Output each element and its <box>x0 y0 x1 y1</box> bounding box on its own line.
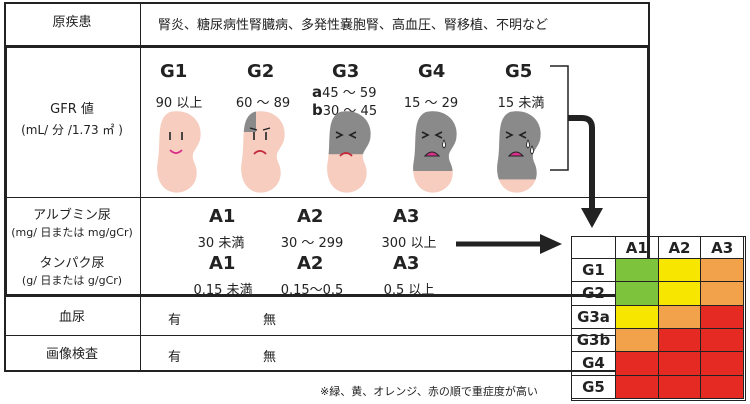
label-column-divider <box>140 2 141 372</box>
stage-g5-name: G5 <box>505 61 533 82</box>
stage-g3a-letter: a <box>312 83 323 101</box>
grid-cell-g3b-a2 <box>658 329 702 353</box>
grid-cell-g1-a2 <box>658 259 702 283</box>
grid-corner <box>572 237 616 259</box>
stage-g3a-range: 45 ～ 59 <box>322 86 377 101</box>
grid-col-header-a2: A2 <box>658 237 702 259</box>
protein-label-line2: (g/ 日または g/gCr) <box>21 274 123 287</box>
grid-cell-g3b-a1 <box>616 329 659 353</box>
hematuria-no: 無 <box>263 313 277 328</box>
grid-cell-g4-a2 <box>658 352 702 376</box>
protein-a1-range: 0.15 未満 <box>193 283 253 298</box>
grid-cell-g1-a1 <box>616 259 659 283</box>
grid-cell-g3a-a1 <box>616 305 659 329</box>
albumin-label: アルブミン尿 (mg/ 日または mg/gCr) <box>4 207 140 241</box>
kidney-g1 <box>157 111 201 193</box>
albumin-a3-range: 300 以上 <box>381 236 437 251</box>
stage-g2-range: 60 ～ 89 <box>235 96 291 111</box>
protein-label-line1: タンパク尿 <box>39 256 105 271</box>
imaging-label: 画像検査 <box>45 347 98 362</box>
protein-a3-range: 0.5 以上 <box>383 283 435 298</box>
grid-row-header-g2: G2 <box>572 282 616 306</box>
grid-row-header-g1: G1 <box>572 259 616 283</box>
kidney-g2 <box>241 111 285 193</box>
grid-row-header-g3a: G3a <box>572 305 616 329</box>
kidney-g5 <box>497 111 541 193</box>
grid-col-header-a3: A3 <box>701 237 744 259</box>
stage-g4-range: 15 ～ 29 <box>403 96 459 111</box>
protein-a3-name: A3 <box>393 253 420 274</box>
albumin-arrow <box>456 234 562 254</box>
stage-g5-range: 15 未満 <box>497 96 545 111</box>
kidney-faces <box>157 111 541 193</box>
gfr-label-line1: GFR 値 <box>50 102 94 117</box>
stage-g3b-letter: b <box>312 101 323 119</box>
grid-cell-g1-a3 <box>701 259 744 283</box>
albumin-a1-range: 30 未満 <box>197 236 245 251</box>
footnote: ※緑、黄、オレンジ、赤の順で重症度が高い <box>320 385 538 398</box>
grid-cell-g2-a2 <box>658 282 702 306</box>
stage-g1-name: G1 <box>160 61 188 82</box>
stage-g3-name: G3 <box>332 61 360 82</box>
grid-cell-g5-a2 <box>658 375 702 399</box>
grid-col-header-a1: A1 <box>616 237 659 259</box>
stage-g4-name: G4 <box>418 61 446 82</box>
grid-cell-g4-a3 <box>701 352 744 376</box>
imaging-no: 無 <box>263 350 277 365</box>
grid-cell-g5-a1 <box>616 375 659 399</box>
protein-a1-name: A1 <box>209 253 236 274</box>
gfr-label: GFR 値 (mL/ 分 /1.73 ㎡ ) <box>4 101 140 139</box>
row-divider <box>4 335 650 336</box>
protein-a2-name: A2 <box>297 253 324 274</box>
grid-cell-g3b-a3 <box>701 329 744 353</box>
hematuria-label: 血尿 <box>58 310 85 325</box>
albumin-label-line1: アルブミン尿 <box>33 208 111 223</box>
gfr-label-line2: (mL/ 分 /1.73 ㎡ ) <box>21 123 123 137</box>
stage-g2-name: G2 <box>247 61 275 82</box>
albumin-a3-name: A3 <box>393 206 420 227</box>
bracket-arrow <box>550 65 603 228</box>
disease-value: 腎炎、糖尿病性腎臓病、多発性嚢胞腎、高血圧、腎移植、不明など <box>158 18 549 33</box>
grid-row-header-g5: G5 <box>572 375 616 399</box>
grid-cell-g2-a1 <box>616 282 659 306</box>
grid-cell-g3a-a3 <box>701 305 744 329</box>
grid-cell-g4-a1 <box>616 352 659 376</box>
grid-cell-g3a-a2 <box>658 305 702 329</box>
grid-cell-g2-a3 <box>701 282 744 306</box>
protein-label: タンパク尿 (g/ 日または g/gCr) <box>4 255 140 289</box>
albumin-a1-name: A1 <box>209 206 236 227</box>
disease-label: 原疾患 <box>52 15 92 30</box>
albumin-a2-range: 30 ～ 299 <box>280 236 344 251</box>
grid-cell-g5-a3 <box>701 375 744 399</box>
grid-row-header-g3b: G3b <box>572 329 616 353</box>
kidney-g4 <box>413 111 457 193</box>
imaging-yes: 有 <box>168 350 182 365</box>
kidney-g3 <box>327 111 371 193</box>
gfr-albumin-section-border <box>4 45 650 297</box>
albumin-label-line2: (mg/ 日または mg/gCr) <box>11 226 133 239</box>
protein-a2-range: 0.15～0.5 <box>280 283 344 298</box>
row-divider <box>4 197 650 198</box>
grid-row-header-g4: G4 <box>572 352 616 376</box>
hematuria-yes: 有 <box>168 313 182 328</box>
albumin-a2-name: A2 <box>297 206 324 227</box>
stage-g1-range: 90 以上 <box>155 96 203 111</box>
